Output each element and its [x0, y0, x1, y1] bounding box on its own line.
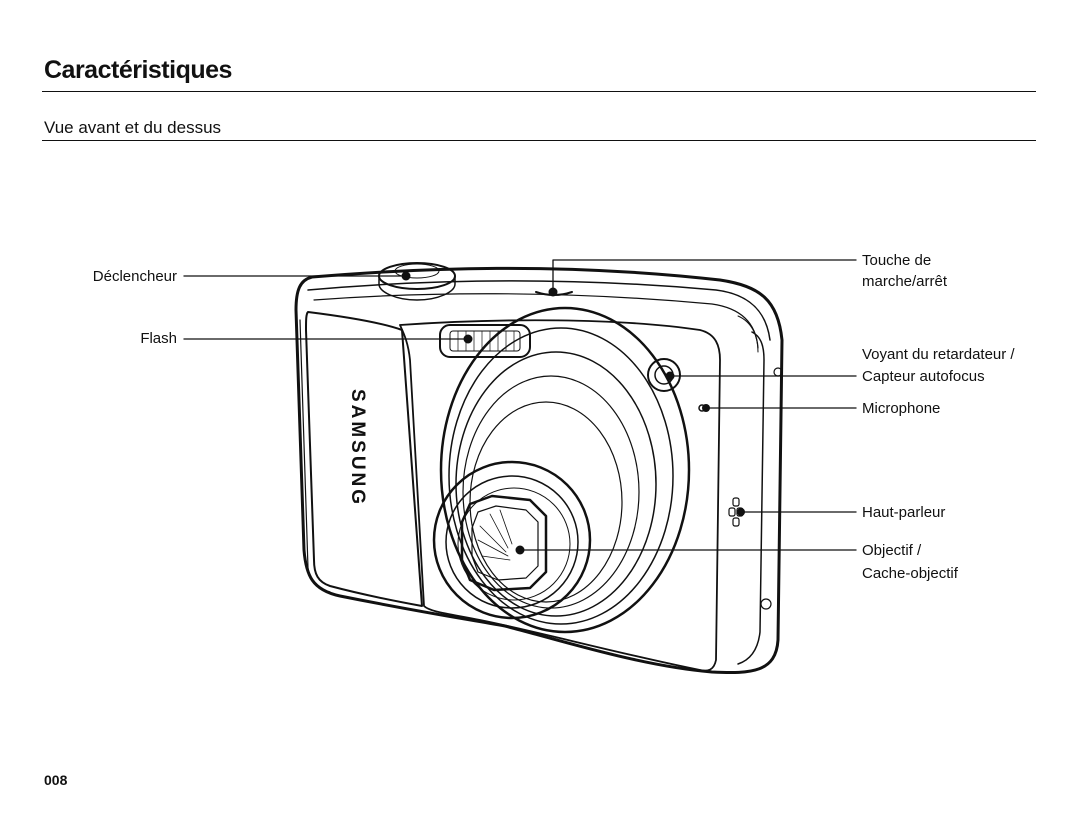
label-timer-2: Capteur autofocus	[862, 368, 985, 385]
label-timer-1: Voyant du retardateur /	[862, 346, 1015, 363]
speaker-grille	[728, 497, 744, 527]
subtitle-divider	[42, 140, 1036, 141]
label-speaker: Haut-parleur	[862, 504, 946, 521]
camera-grip	[305, 311, 423, 607]
label-microphone: Microphone	[862, 400, 941, 417]
page-number: 008	[44, 772, 68, 788]
label-lens-1: Objectif /	[862, 542, 922, 559]
flash-window	[439, 324, 531, 358]
label-power-2: marche/arrêt	[862, 273, 948, 290]
label-flash: Flash	[140, 330, 177, 347]
label-power-1: Touche de	[862, 252, 932, 269]
callout-lines	[183, 259, 857, 551]
lens-barrel-outer	[439, 306, 691, 634]
camera-brand-logo: SAMSUNG	[347, 389, 368, 507]
lens-cover	[460, 494, 548, 592]
label-lens-2: Cache-objectif	[862, 565, 958, 582]
page-title: Caractéristiques	[44, 56, 232, 84]
label-shutter: Déclencheur	[92, 268, 177, 285]
callout-dots	[401, 271, 745, 555]
section-subtitle: Vue avant et du dessus	[44, 118, 222, 137]
self-timer-lamp	[647, 358, 681, 392]
lens-front-ring	[432, 460, 592, 620]
title-divider	[42, 91, 1036, 92]
